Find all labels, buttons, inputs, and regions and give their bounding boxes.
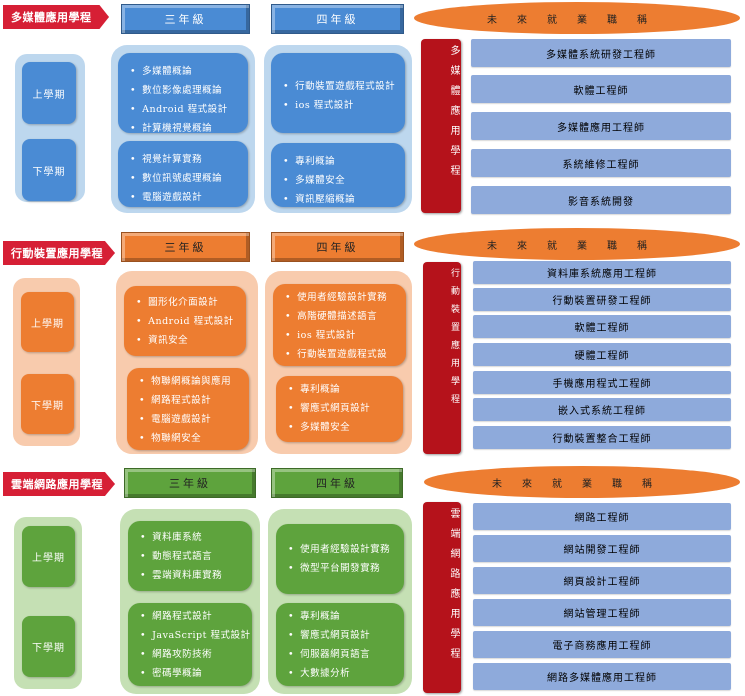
career-title-ellipse: 未來就業職稱	[414, 228, 740, 260]
career-item: 影音系統開發	[471, 186, 731, 214]
grade-4-header: 四年級	[271, 4, 404, 34]
course-item: 動態程式語言	[140, 547, 252, 566]
course-item: 資訊壓縮概論	[283, 190, 405, 209]
semester-second: 下學期	[22, 139, 76, 201]
course-box-g4-upper: 行動裝置遊戲程式設計 ios 程式設計	[271, 53, 405, 133]
semester-first: 上學期	[22, 526, 75, 587]
career-item: 電子商務應用工程師	[473, 631, 731, 658]
course-item: 使用者經驗設計實務	[285, 288, 406, 307]
career-item: 資料庫系統應用工程師	[473, 261, 731, 284]
career-item: 系統維修工程師	[471, 149, 731, 177]
career-item: 網頁設計工程師	[473, 567, 731, 594]
course-item: ios 程式設計	[285, 326, 406, 345]
career-item: 網路多媒體應用工程師	[473, 663, 731, 690]
program-vertical-label: 多媒體應用學程	[421, 39, 461, 213]
career-item: 行動裝置整合工程師	[473, 426, 731, 449]
career-item: 多媒體系統研發工程師	[471, 39, 731, 67]
course-item: 伺服器網頁語言	[288, 645, 404, 664]
course-box-g3-lower: 網路程式設計 JavaScript 程式設計 網路攻防技術 密碼學概論	[128, 603, 252, 686]
career-item: 行動裝置研發工程師	[473, 288, 731, 311]
career-item: 軟體工程師	[471, 75, 731, 103]
career-item: 網站管理工程師	[473, 599, 731, 626]
course-box-g4-upper: 使用者經驗設計實務 微型平台開發實務	[276, 524, 404, 594]
program-title-mobile: 行動裝置應用學程	[3, 241, 115, 265]
course-item: 專利概論	[288, 380, 403, 399]
career-item: 網路工程師	[473, 503, 731, 530]
course-item: 行動裝置遊戲程式設計	[283, 77, 405, 96]
course-item: 計算機視覺概論	[130, 119, 248, 138]
course-box-g4-lower: 專利概論 響應式網頁設計 多媒體安全	[276, 376, 403, 442]
course-item: 專利概論	[283, 152, 405, 171]
career-item: 硬體工程師	[473, 343, 731, 366]
course-item: 密碼學概論	[140, 664, 252, 683]
career-item: 嵌入式系統工程師	[473, 398, 731, 421]
course-box-g3-upper: 資料庫系統 動態程式語言 雲端資料庫實務	[128, 521, 252, 591]
course-box-g4-lower: 專利概論 響應式網頁設計 伺服器網頁語言 大數據分析	[276, 603, 404, 686]
course-item: ios 程式設計	[283, 96, 405, 115]
course-item: 專利概論	[288, 607, 404, 626]
grade-3-header: 三年級	[124, 468, 256, 498]
course-item: 電腦遊戲設計	[130, 188, 248, 207]
program-title-multimedia: 多媒體應用學程	[3, 5, 109, 29]
course-box-g3-upper: 多媒體概論 數位影像處理概論 Android 程式設計 計算機視覺概論	[118, 53, 248, 134]
course-item: 多媒體安全	[283, 171, 405, 190]
semester-second: 下學期	[22, 616, 75, 677]
course-item: 響應式網頁設計	[288, 626, 404, 645]
course-item: 資訊安全	[136, 331, 246, 350]
course-item: 多媒體概論	[130, 62, 248, 81]
career-title-ellipse: 未來就業職稱	[424, 466, 740, 498]
program-title-cloud: 雲端網路應用學程	[3, 472, 115, 496]
course-item: 網路攻防技術	[140, 645, 252, 664]
course-item: 多媒體安全	[288, 418, 403, 437]
course-item: 視覺計算實務	[130, 150, 248, 169]
program-vertical-label: 行動裝置應用學程	[423, 262, 461, 454]
course-box-g3-upper: 圖形化介面設計 Android 程式設計 資訊安全	[124, 286, 246, 356]
career-item: 手機應用程式工程師	[473, 371, 731, 394]
course-item: 雲端資料庫實務	[140, 566, 252, 585]
career-item: 軟體工程師	[473, 315, 731, 338]
course-item: 高階硬體描述語言	[285, 307, 406, 326]
course-item: 微型平台開發實務	[288, 559, 404, 578]
grade-3-header: 三年級	[121, 232, 250, 262]
course-box-g3-lower: 物聯網概論與應用 網路程式設計 電腦遊戲設計 物聯網安全	[127, 368, 249, 450]
semester-first: 上學期	[22, 62, 76, 124]
course-item: 物聯網概論與應用	[139, 372, 249, 391]
course-item: 物聯網安全	[139, 429, 249, 448]
course-item: Android 程式設計	[136, 312, 246, 331]
course-item: 網路程式設計	[139, 391, 249, 410]
course-box-g3-lower: 視覺計算實務 數位訊號處理概論 電腦遊戲設計	[118, 141, 248, 207]
semester-second: 下學期	[21, 374, 74, 434]
course-item: Android 程式設計	[130, 100, 248, 119]
program-vertical-label: 雲端網路應用學程	[423, 502, 461, 693]
course-item: 數位影像處理概論	[130, 81, 248, 100]
course-item: 資料庫系統	[140, 528, 252, 547]
course-item: 使用者經驗設計實務	[288, 540, 404, 559]
grade-4-header: 四年級	[271, 232, 404, 262]
course-item: 數位訊號處理概論	[130, 169, 248, 188]
course-item: 大數據分析	[288, 664, 404, 683]
course-box-g4-lower: 專利概論 多媒體安全 資訊壓縮概論	[271, 143, 405, 207]
course-item: 電腦遊戲設計	[139, 410, 249, 429]
course-item: 行動裝置遊戲程式設	[285, 345, 406, 364]
career-item: 網站開發工程師	[473, 535, 731, 562]
semester-first: 上學期	[21, 292, 74, 352]
career-item: 多媒體應用工程師	[471, 112, 731, 140]
grade-3-header: 三年級	[121, 4, 250, 34]
grade-4-header: 四年級	[271, 468, 403, 498]
course-item: 響應式網頁設計	[288, 399, 403, 418]
course-item: 圖形化介面設計	[136, 293, 246, 312]
course-item: JavaScript 程式設計	[140, 626, 252, 645]
course-item: 網路程式設計	[140, 607, 252, 626]
career-title-ellipse: 未來就業職稱	[414, 2, 740, 34]
course-box-g4-upper: 使用者經驗設計實務 高階硬體描述語言 ios 程式設計 行動裝置遊戲程式設	[273, 284, 406, 366]
